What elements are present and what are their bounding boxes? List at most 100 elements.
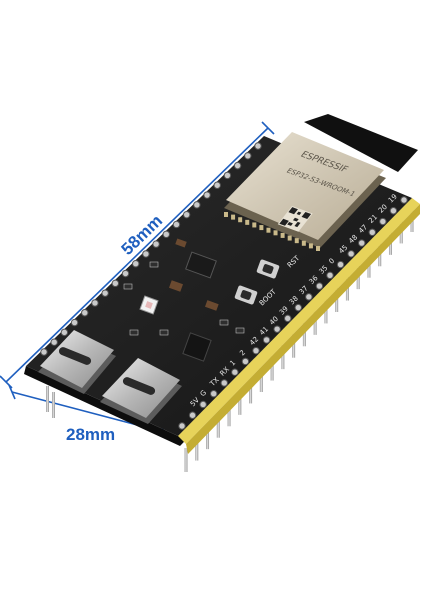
pin-label: 45 <box>337 244 349 256</box>
module-pad <box>266 227 271 233</box>
pin-label: 48 <box>347 233 359 245</box>
header-pad <box>273 325 281 333</box>
module-pad <box>224 212 228 217</box>
module-pads <box>224 212 320 251</box>
pin-label: G <box>199 389 208 399</box>
header-pin <box>52 392 55 418</box>
qr-code <box>277 206 313 232</box>
voltage-regulator <box>185 251 217 279</box>
module-pad <box>273 230 278 236</box>
header-pad <box>305 293 313 301</box>
header-pad <box>244 152 252 160</box>
module-pad <box>287 235 292 241</box>
capacitor <box>168 280 184 292</box>
header-pad <box>389 207 398 215</box>
header-pad <box>203 191 211 199</box>
resistor <box>219 319 229 326</box>
pin-label: 37 <box>298 284 310 296</box>
resistor <box>159 329 169 336</box>
header-pad <box>326 271 334 280</box>
header-pin <box>206 425 210 450</box>
header-pin <box>249 379 253 404</box>
header-pad <box>50 338 58 346</box>
usb-c-port <box>100 358 182 424</box>
header-pin <box>227 402 231 427</box>
module-pad <box>238 217 243 223</box>
header-pad <box>111 279 120 288</box>
header-pad <box>379 217 387 226</box>
pin-label: 47 <box>357 223 369 235</box>
wifi-module: ESPRESSIF ESP32-S3-WROOM-1 <box>224 132 386 248</box>
pin-label: 38 <box>288 294 300 306</box>
header-pad <box>252 346 260 355</box>
pin-label: 19 <box>387 193 399 205</box>
header-pin <box>302 322 306 347</box>
module-pad <box>280 232 285 238</box>
header-pad <box>262 336 271 344</box>
width-label: 28mm <box>66 425 115 444</box>
module-pad <box>245 219 250 225</box>
usb-uart-chip <box>182 332 212 362</box>
module-pad <box>231 214 236 220</box>
header-pin <box>313 310 317 335</box>
header-pin <box>324 299 328 324</box>
header-pad <box>254 142 262 150</box>
header-pad <box>220 379 228 387</box>
pin-label: 41 <box>258 325 270 337</box>
header-pad <box>162 230 170 238</box>
header-pin <box>292 333 296 358</box>
reset-button <box>256 259 280 279</box>
header-pad <box>315 282 324 290</box>
pin-label: 40 <box>268 315 280 327</box>
header-pad <box>101 289 109 297</box>
module-pad <box>259 225 264 231</box>
header-pin <box>184 448 188 472</box>
pin-label: 1 <box>228 359 237 368</box>
pin-label: 39 <box>278 305 290 317</box>
front-pin-header <box>178 198 420 444</box>
header-pin <box>238 390 242 415</box>
pin-label: 42 <box>248 335 260 347</box>
header-pad <box>172 220 181 229</box>
top-header-pins <box>40 142 408 430</box>
header-pad <box>178 422 186 430</box>
header-pin <box>216 413 220 438</box>
pin-label: 21 <box>367 213 379 225</box>
header-pin <box>46 386 49 412</box>
dev-board: ESPRESSIF ESP32-S3-WROOM-1 5VGTXRX124241… <box>24 114 420 472</box>
capacitor <box>175 238 187 248</box>
header-pad <box>233 161 242 170</box>
module-pad <box>252 222 257 228</box>
header-pad <box>40 348 48 356</box>
header-pin <box>195 436 199 461</box>
module-pad <box>308 243 313 249</box>
header-pad <box>199 400 207 409</box>
header-pad <box>193 201 201 209</box>
resistor <box>235 327 245 334</box>
header-pad <box>60 328 69 337</box>
header-pad <box>70 318 79 327</box>
header-pad <box>231 368 239 376</box>
header-pad <box>121 269 130 278</box>
header-pin <box>281 345 285 370</box>
header-pad <box>241 357 250 366</box>
header-pad <box>294 303 302 312</box>
module-pad <box>301 240 306 246</box>
header-pad <box>188 411 197 419</box>
header-pin <box>259 368 263 392</box>
pin-label: 35 <box>318 264 330 276</box>
header-pad <box>81 309 89 317</box>
header-pad <box>210 390 218 398</box>
header-pad <box>336 260 345 269</box>
module-pad <box>316 246 320 251</box>
header-pad <box>152 240 160 248</box>
header-pin <box>270 356 274 381</box>
resistor <box>129 329 139 336</box>
header-pad <box>368 228 376 236</box>
pin-label: 2 <box>238 349 247 358</box>
capacitor <box>204 300 219 311</box>
pin-label: 0 <box>327 257 336 266</box>
resistor <box>123 283 133 290</box>
header-pad <box>358 239 366 247</box>
